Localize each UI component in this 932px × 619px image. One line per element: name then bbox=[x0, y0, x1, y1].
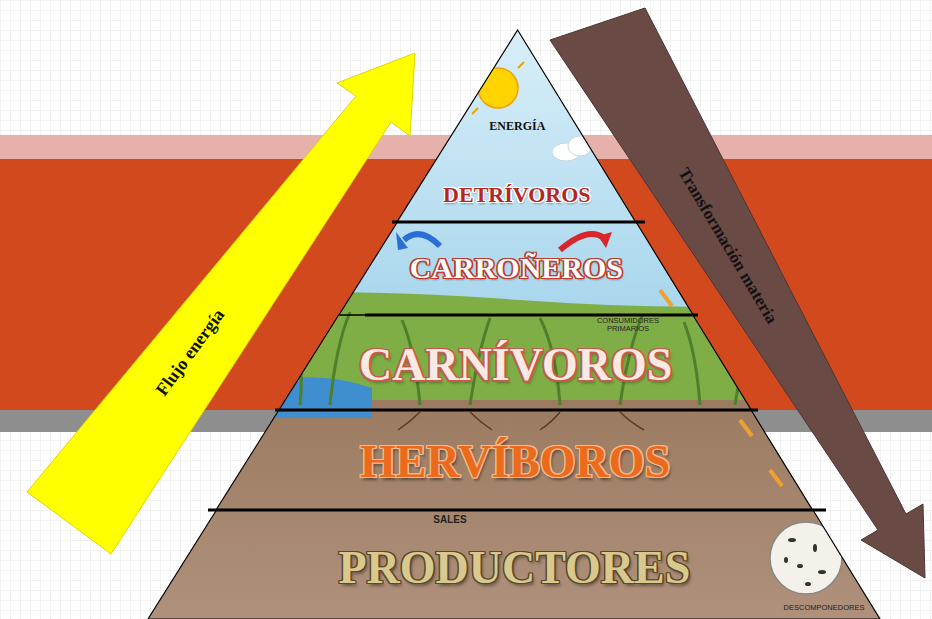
level-label: CARROÑEROS bbox=[410, 251, 623, 286]
decomposer-circle bbox=[770, 522, 842, 594]
pyramid-level: CARNÍVOROS bbox=[279, 315, 751, 410]
level-label: HERVÍBOROS bbox=[360, 436, 670, 489]
level-label: DETRÍVOROS bbox=[443, 182, 590, 207]
energy-flow-arrow: Flujo energía bbox=[27, 53, 415, 554]
matter-transformation-arrow-outline bbox=[550, 8, 925, 578]
energy-flow-arrow-outline bbox=[27, 53, 415, 554]
pyramid-level: CARROÑEROS bbox=[339, 222, 693, 315]
energy-flow-arrow-shape bbox=[27, 53, 415, 554]
level-label: PRODUCTORES bbox=[338, 542, 690, 595]
pyramid-level-outline bbox=[339, 222, 693, 315]
energy-label: ENERGÍA bbox=[489, 120, 545, 134]
illustration-label: SALES bbox=[428, 514, 472, 525]
pyramid-level-outline bbox=[279, 315, 751, 410]
pyramid-level: PRODUCTORES bbox=[148, 510, 880, 619]
matter-transformation-arrow-shape bbox=[550, 8, 925, 578]
matter-transformation-arrow: Transformación materia bbox=[550, 8, 925, 578]
level-label: CARNÍVOROS bbox=[359, 339, 672, 392]
illustration-label: CONSUMIDORES PRIMARIOS bbox=[596, 317, 660, 334]
pyramid-level-outline bbox=[148, 510, 880, 619]
pyramid-level-outline bbox=[216, 410, 813, 510]
pyramid-level: HERVÍBOROS bbox=[216, 410, 813, 510]
illustration-label: DESCOMPONEDORES bbox=[782, 604, 866, 612]
